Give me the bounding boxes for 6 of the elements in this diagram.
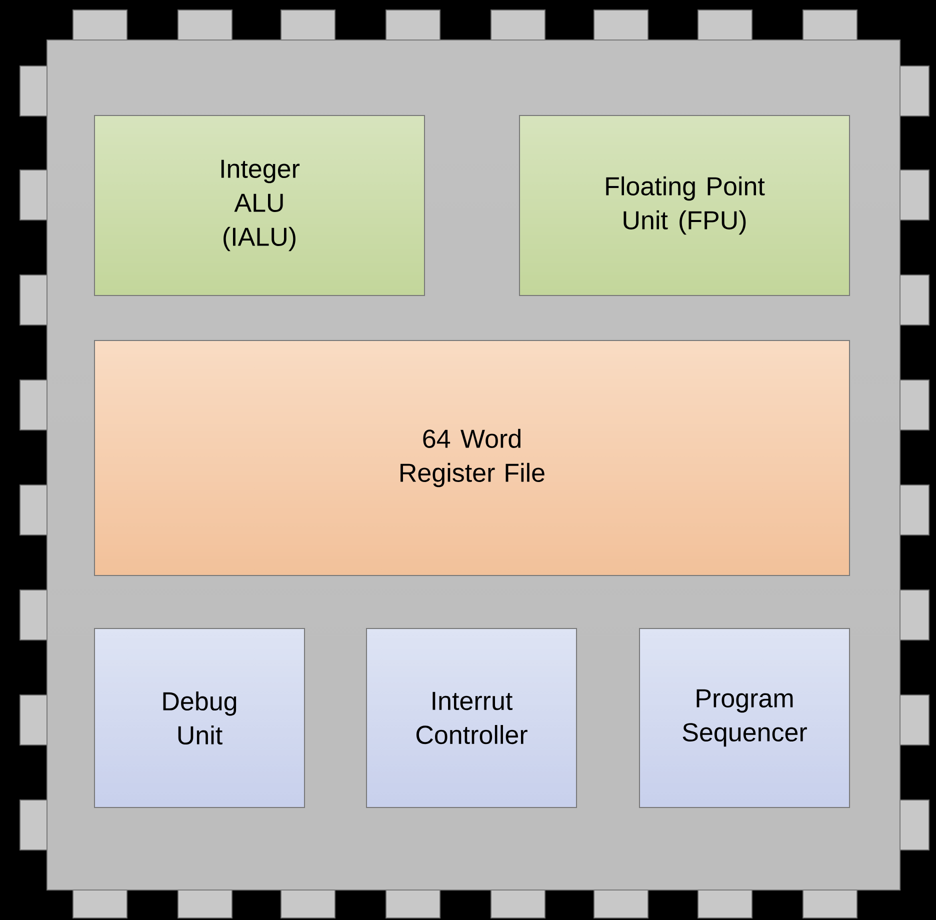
- unit-box: 64 Word Register File: [94, 340, 850, 576]
- unit-box: Interrut Controller: [366, 628, 577, 808]
- unit-box: Program Sequencer: [639, 628, 850, 808]
- unit-box: Floating Point Unit (FPU): [519, 115, 850, 296]
- unit-box: Debug Unit: [94, 628, 305, 808]
- unit-box: Integer ALU (IALU): [94, 115, 425, 296]
